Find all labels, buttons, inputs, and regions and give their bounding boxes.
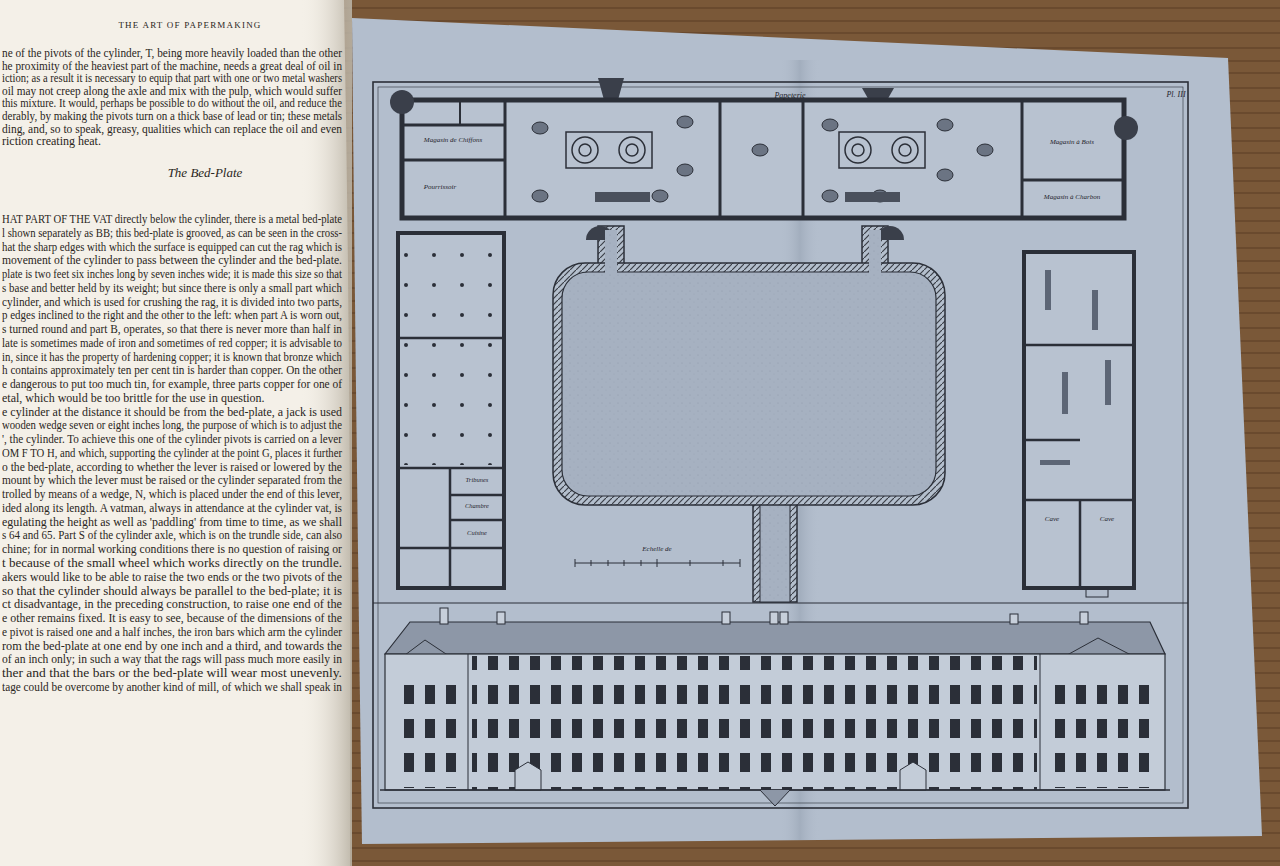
body-text-line: HAT PART OF THE VAT directly below the c… [2, 212, 342, 226]
body-text-line: chine; for in normal working conditions … [2, 542, 342, 556]
room-label: Magasin à Charbon [1044, 193, 1100, 201]
body-text-line: wooden wedge seven or eight inches long,… [2, 418, 342, 432]
body-text-line: cylinder, and which is used for crushing… [2, 295, 342, 309]
body-text-line: e dangerous to put too much tin, for exa… [2, 377, 342, 391]
room-label: Magasin à Bois [1050, 138, 1094, 146]
body-text-line: o the bed-plate, according to whether th… [2, 460, 342, 474]
section-heading: The Bed-Plate [168, 165, 243, 180]
body-text-line: this mixture. It would, perhaps be possi… [2, 96, 342, 110]
body-text-line: ding, and, so to speak, greasy, qualitie… [2, 122, 342, 136]
body-text-line: h contains approximately ten per cent ti… [2, 363, 342, 377]
body-text-line: rom the bed-plate at one end by one inch… [2, 639, 342, 653]
body-text-line: trolled by means of a wedge, N, which is… [2, 487, 342, 501]
body-text-line: tage could be overcome by another kind o… [2, 680, 342, 694]
body-text-line: of an inch only; in such a way that the … [2, 652, 342, 666]
body-text-line: OM F TO H, and which, supporting the cyl… [2, 446, 342, 460]
body-text-line: in, since it has the property of hardeni… [2, 350, 342, 364]
plate-title: Papeterie [774, 91, 805, 100]
body-text-line: e other remains fixed. It is easy to see… [2, 611, 342, 625]
room-label: Cave [1100, 515, 1114, 523]
body-text-line: movement of the cylinder to pass between… [2, 253, 342, 267]
body-text-line: akers would like to be able to raise the… [2, 570, 342, 584]
body-text-line: ne of the pivots of the cylinder, T, bei… [2, 46, 342, 60]
room-label: Pourrissoir [424, 183, 456, 191]
body-text-line: ct disadvantage, in the preceding constr… [2, 597, 342, 611]
body-text-line: hat the sharp edges with which the surfa… [2, 240, 342, 254]
body-text-line: e pivot is raised one and a half inches,… [2, 625, 342, 639]
body-text-line: plate is two feet six inches long by sev… [2, 267, 342, 281]
body-text-line: p edges inclined to the right and the ot… [2, 308, 342, 322]
body-text-line: etal, which would be too brittle for the… [2, 391, 265, 405]
engraved-plate [373, 78, 1188, 808]
room-label: Tribunes [466, 476, 489, 483]
room-label: Cuisine [467, 529, 487, 536]
body-text-line: t because of the small wheel which works… [2, 556, 342, 570]
body-text-line: he proximity of the heaviest part of the… [2, 59, 342, 73]
body-text-line: late is sometimes made of iron and somet… [2, 336, 342, 350]
body-text-line: riction creating heat. [2, 134, 101, 148]
room-label: Cave [1045, 515, 1059, 523]
body-text-line: so that the cylinder should always be pa… [2, 584, 342, 598]
right-page [352, 18, 1262, 844]
room-label: Chambre [465, 502, 489, 509]
body-text-line: ided along its length. A vatman, always … [2, 501, 342, 515]
body-text-line: s turned round and part B, operates, so … [2, 322, 342, 336]
body-text-line: l shown separately as BB; this bed-plate… [2, 226, 342, 240]
body-text-line: derably, by making the pivots turn on a … [2, 109, 342, 123]
plate-number: Pl. III [1166, 90, 1185, 99]
body-text-line: oil may not creep along the axle and mix… [2, 84, 342, 98]
body-text-line: ther and that the bars or the bed-plate … [2, 666, 342, 680]
running-head: THE ART OF PAPERMAKING [118, 20, 261, 30]
body-text-line: mount by which the lever must be raised … [2, 473, 342, 487]
body-text-line: iction; as a result it is necessary to e… [2, 71, 342, 85]
body-text-line: s base and better held by its weight; bu… [2, 281, 342, 295]
body-text-line: s 64 and 65. Part S of the cylinder axle… [2, 528, 342, 542]
body-text-line: e cylinder at the distance it should be … [2, 405, 342, 419]
body-text-line: egulating the height as well as 'paddlin… [2, 515, 342, 529]
left-page [0, 0, 350, 866]
room-label: Magasin de Chiffons [424, 136, 482, 144]
body-text-line: ', the cylinder. To achieve this one of … [2, 432, 342, 446]
scale-label: Echelle de [642, 545, 671, 553]
